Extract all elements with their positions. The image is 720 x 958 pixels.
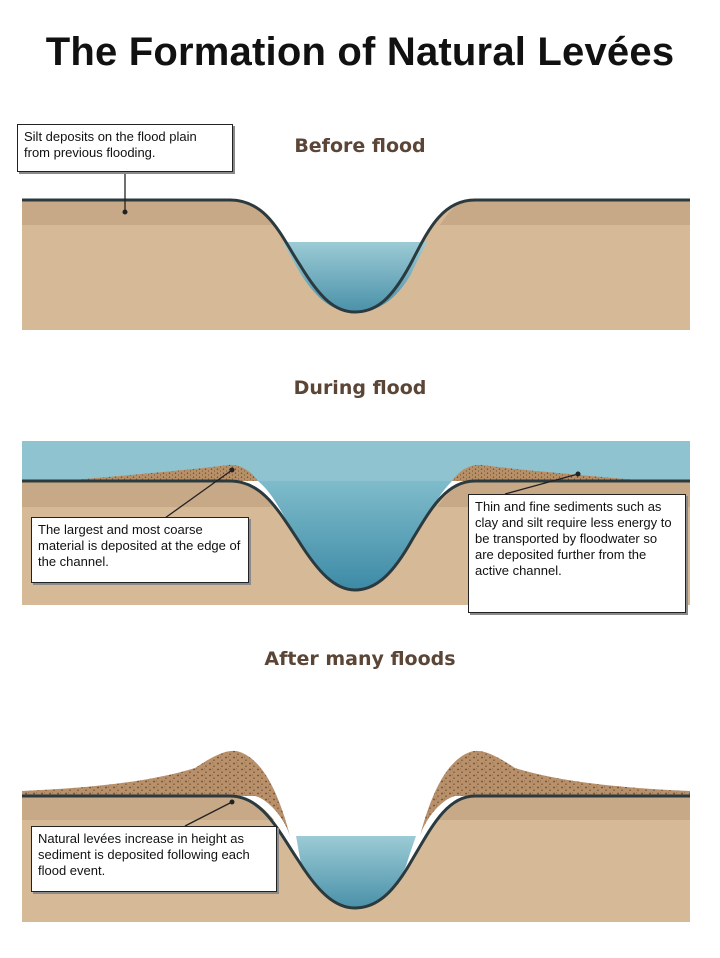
callout-levees-height: Natural levées increase in height as sed… (31, 826, 277, 892)
silt-layer (436, 796, 690, 820)
page-title: The Formation of Natural Levées (45, 30, 675, 74)
levee-left (22, 750, 290, 836)
ground (22, 200, 690, 330)
sediment-deposit-left (60, 464, 258, 481)
sediment-deposit-right (452, 464, 650, 481)
callout-pointer (184, 801, 233, 827)
callout-pointer-dot (229, 467, 235, 473)
silt-layer (22, 481, 273, 507)
callout-pointer (504, 473, 579, 495)
callout-pointer-dot (575, 471, 581, 477)
silt-layer (22, 200, 276, 225)
callout-coarse-material: The largest and most coarse material is … (31, 517, 249, 583)
land-surface-line (22, 479, 690, 592)
callout-pointer (164, 469, 233, 519)
callout-pointer-dot (122, 209, 128, 215)
before-flood-diagram (22, 172, 690, 330)
stage-label-after: After many floods (264, 648, 456, 670)
silt-layer (440, 200, 690, 225)
levee-right (420, 750, 690, 836)
river-water (258, 481, 452, 590)
river-water (296, 836, 416, 908)
land-surface-line (22, 794, 690, 910)
callout-fine-sediments: Thin and fine sediments such as clay and… (468, 494, 686, 613)
callout-silt-deposits: Silt deposits on the flood plain from pr… (17, 124, 233, 172)
land-surface-line (22, 198, 690, 314)
callout-pointer-dot (229, 799, 235, 805)
stage-label-during: During flood (293, 377, 427, 399)
silt-layer (22, 796, 274, 820)
stage-label-before: Before flood (294, 135, 426, 157)
